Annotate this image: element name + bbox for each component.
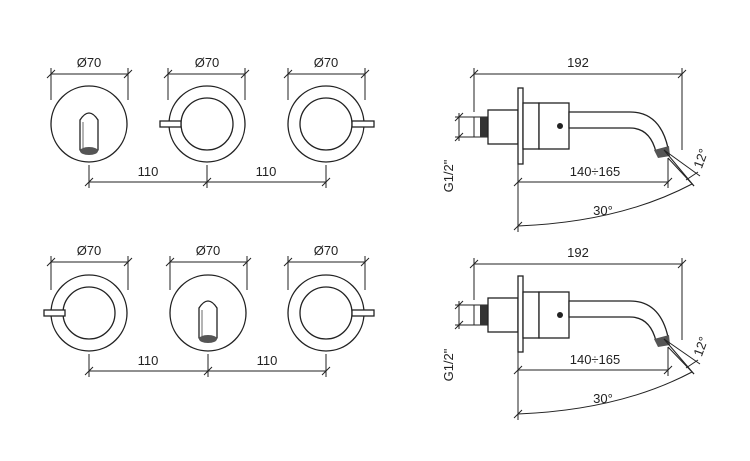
diameter-label: Ø70: [195, 55, 220, 70]
range-dimension: 140÷165: [513, 347, 673, 420]
swivel-angle-label: 30°: [593, 203, 613, 218]
spacing-label: 110: [257, 353, 278, 368]
spacing-label: 110: [138, 353, 159, 368]
spacing-label: 110: [138, 164, 159, 179]
spacing-dimension: 110 110: [84, 164, 331, 188]
tilt-angle-label: 12°: [690, 147, 711, 171]
diameter-label: Ø70: [314, 243, 339, 258]
front-view-bottom: Ø70 Ø70 Ø70: [43, 243, 375, 377]
swivel-angle-label: 30°: [593, 391, 613, 406]
length-dimension: 192: [469, 55, 687, 150]
valve-body: [487, 275, 570, 353]
spout-profile: [568, 111, 670, 158]
diameter-dimension-2: Ø70: [165, 243, 252, 290]
spout-profile: [568, 300, 670, 347]
diameter-dimension-3: Ø70: [283, 243, 370, 290]
spacing-dimension: 110 110: [84, 353, 331, 377]
side-view-top: 192 G1/2": [441, 55, 711, 232]
side-view-bottom: 192 G1/2" 140÷1: [441, 245, 711, 420]
diameter-label: Ø70: [77, 243, 102, 258]
thread-label: G1/2": [441, 348, 456, 381]
thread-connection: G1/2": [441, 112, 489, 192]
handle-rosette: [43, 274, 128, 352]
thread-label: G1/2": [441, 159, 456, 192]
spout-rosette: [169, 274, 247, 352]
tilt-dimension: 12°: [663, 147, 711, 187]
spacing-label: 110: [256, 164, 277, 179]
tilt-dimension: 12°: [663, 335, 711, 375]
diameter-dimension-3: Ø70: [283, 55, 370, 100]
valve-body: [487, 87, 570, 165]
swivel-dimension: 30°: [513, 346, 695, 419]
length-label: 192: [567, 55, 589, 70]
range-dimension: 140÷165: [513, 158, 673, 232]
diameter-dimension-1: Ø70: [46, 55, 133, 100]
diameter-dimension-1: Ø70: [46, 243, 133, 290]
front-view-top: Ø70 Ø70 Ø70: [46, 55, 375, 188]
tilt-angle-label: 12°: [690, 335, 711, 359]
handle-rosette: [287, 85, 375, 163]
diameter-label: Ø70: [196, 243, 221, 258]
spout-rosette: [50, 85, 128, 163]
length-dimension: 192: [469, 245, 687, 340]
range-label: 140÷165: [570, 352, 621, 367]
range-label: 140÷165: [570, 164, 621, 179]
handle-rosette: [159, 85, 246, 163]
diameter-label: Ø70: [77, 55, 102, 70]
thread-connection: G1/2": [441, 300, 489, 381]
diameter-dimension-2: Ø70: [163, 55, 250, 100]
length-label: 192: [567, 245, 589, 260]
diameter-label: Ø70: [314, 55, 339, 70]
handle-rosette: [287, 274, 375, 352]
